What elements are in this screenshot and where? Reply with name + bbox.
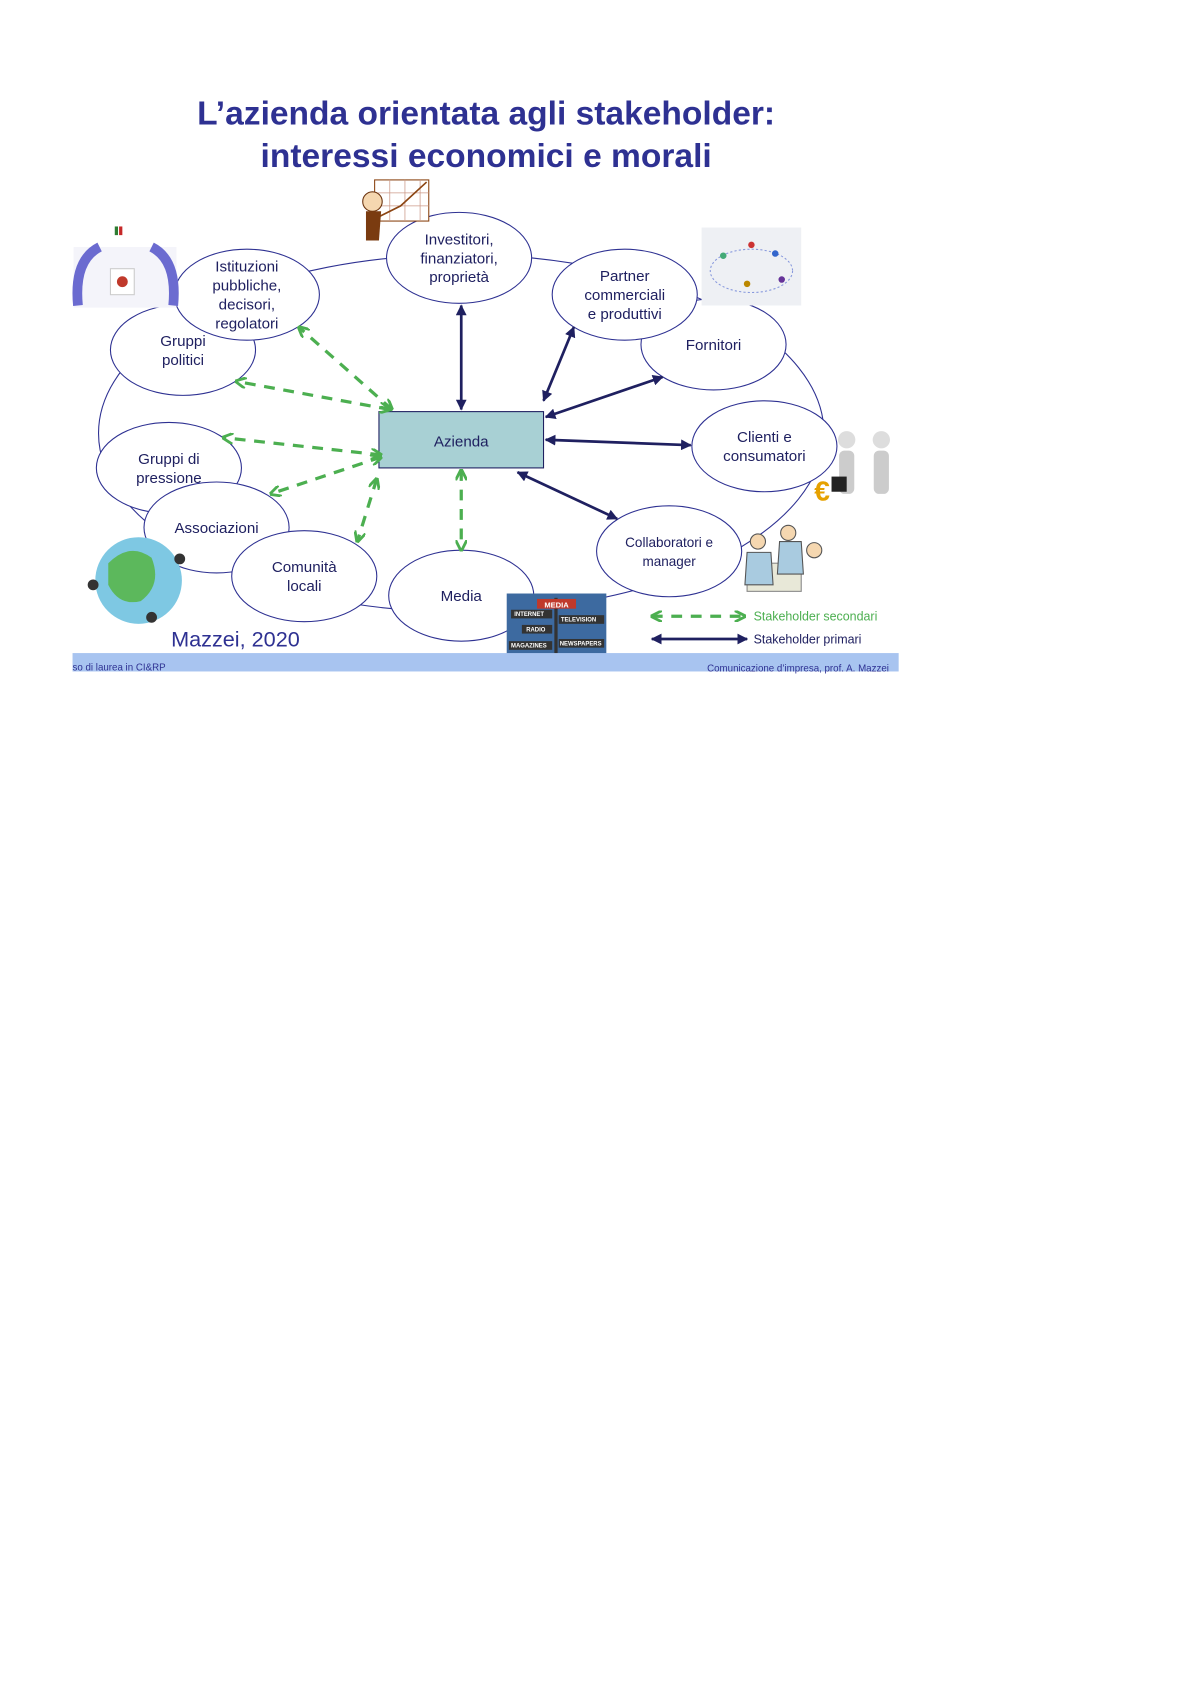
network-people-image bbox=[701, 227, 802, 306]
globe-people-image bbox=[87, 537, 186, 624]
handshake-image: € bbox=[814, 431, 891, 506]
stakeholder-label: Partner bbox=[600, 268, 650, 285]
investor-chart-image bbox=[362, 179, 430, 241]
stakeholder-label: Clienti e bbox=[737, 429, 792, 446]
secondary-arrow bbox=[271, 457, 381, 494]
stakeholder-label: commerciali bbox=[584, 287, 665, 304]
legend: Stakeholder secondari Stakeholder primar… bbox=[652, 610, 878, 646]
svg-text:TELEVISION: TELEVISION bbox=[561, 618, 596, 624]
secondary-arrow bbox=[299, 327, 392, 409]
stakeholder-ellipse bbox=[551, 248, 698, 341]
stakeholder-label: Media bbox=[441, 588, 483, 605]
primary-arrow bbox=[544, 434, 692, 451]
svg-text:RADIO: RADIO bbox=[526, 627, 546, 633]
svg-text:€: € bbox=[814, 475, 830, 506]
stakeholder-istituzioni: Istituzioni pubbliche, decisori, regolatori bbox=[173, 248, 320, 341]
stakeholder-label: locali bbox=[287, 578, 322, 595]
footer-bar bbox=[72, 653, 899, 672]
stakeholder-label: pubbliche, bbox=[212, 278, 281, 295]
legend-primary-label: Stakeholder primari bbox=[754, 632, 862, 646]
azienda-label: Azienda bbox=[434, 433, 489, 450]
stakeholder-collaboratori: Collaboratori e manager bbox=[596, 505, 743, 598]
primary-arrow bbox=[544, 375, 664, 419]
stakeholder-label: Associazioni bbox=[174, 520, 258, 537]
collaborators-image bbox=[744, 524, 823, 592]
stakeholder-label: Fornitori bbox=[686, 337, 742, 354]
stakeholder-label: regolatori bbox=[215, 316, 278, 333]
svg-text:MEDIA: MEDIA bbox=[544, 601, 569, 610]
stakeholder-label: manager bbox=[642, 554, 696, 569]
primary-arrow bbox=[516, 471, 619, 521]
stakeholder-label: Investitori, bbox=[425, 231, 494, 248]
stakeholder-label: Istituzioni bbox=[215, 259, 278, 276]
stakeholder-comunita: Comunità locali bbox=[231, 530, 378, 623]
stakeholder-clienti: Clienti e consumatori bbox=[691, 400, 838, 493]
title-line-1: L’azienda orientata agli stakeholder: bbox=[197, 96, 775, 133]
stakeholder-label: pressione bbox=[136, 470, 202, 487]
stakeholder-partner: Partner commerciali e produttivi bbox=[551, 248, 698, 341]
stakeholder-label: Collaboratori e bbox=[625, 535, 713, 550]
secondary-arrow bbox=[223, 438, 381, 455]
primary-arrow bbox=[542, 326, 576, 402]
stakeholder-label: Gruppi bbox=[160, 333, 205, 350]
stakeholder-label: Gruppi di bbox=[138, 451, 199, 468]
secondary-arrow bbox=[357, 479, 376, 542]
stakeholder-label: e produttivi bbox=[588, 306, 662, 323]
stakeholder-ellipse bbox=[691, 400, 838, 493]
legend-secondary-label: Stakeholder secondari bbox=[754, 610, 878, 624]
footer-right: Comunicazione d’impresa, prof. A. Mazzei bbox=[707, 663, 889, 674]
stakeholder-ellipse bbox=[385, 211, 533, 304]
secondary-arrow bbox=[236, 381, 390, 409]
svg-text:MAGAZINES: MAGAZINES bbox=[511, 644, 547, 650]
stakeholder-label: finanziatori, bbox=[420, 250, 497, 267]
parliament-image bbox=[72, 226, 179, 308]
stakeholder-investitori: Investitori, finanziatori, proprietà bbox=[385, 211, 533, 304]
stakeholder-label: consumatori bbox=[723, 448, 805, 465]
stakeholder-ellipse bbox=[596, 505, 743, 598]
stakeholder-label: proprietà bbox=[429, 269, 489, 286]
author-citation: Mazzei, 2020 bbox=[171, 627, 300, 652]
stakeholder-label: politici bbox=[162, 352, 204, 369]
stakeholder-label: decisori, bbox=[219, 297, 275, 314]
title-line-2: interessi economici e morali bbox=[261, 138, 712, 175]
media-signpost-image: MEDIA INTERNET TELEVISION RADIO MAGAZINE… bbox=[506, 593, 607, 659]
azienda-box bbox=[378, 411, 545, 469]
footer-left: so di laurea in CI&RP bbox=[73, 662, 166, 673]
svg-text:NEWSPAPERS: NEWSPAPERS bbox=[560, 641, 602, 647]
svg-text:INTERNET: INTERNET bbox=[514, 612, 544, 618]
stakeholder-label: Comunità bbox=[272, 559, 337, 576]
stakeholder-ellipse bbox=[231, 530, 378, 623]
